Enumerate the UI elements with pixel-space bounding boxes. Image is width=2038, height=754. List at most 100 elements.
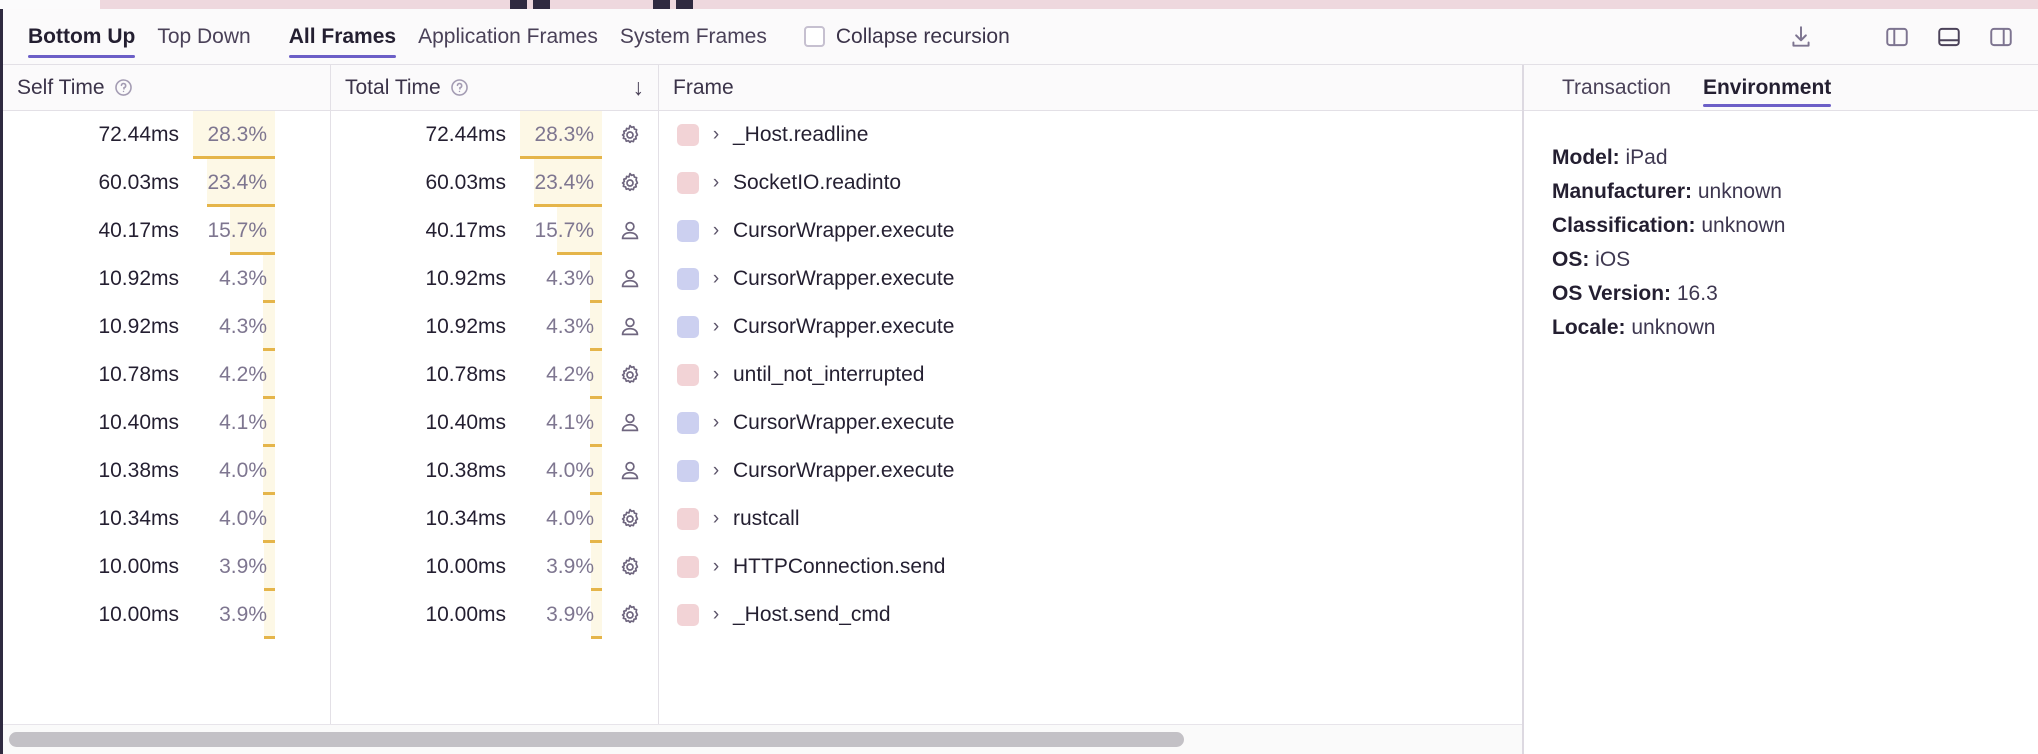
table-row[interactable]: ›SocketIO.readinto [659, 159, 1522, 207]
frame-name: CursorWrapper.execute [733, 459, 955, 482]
total-time-percent-bar [590, 540, 602, 543]
tab-all-frames[interactable]: All Frames [278, 9, 407, 64]
self-time-percent-fill [263, 495, 275, 543]
self-time-value: 72.44ms [98, 123, 179, 146]
tab-bottom-up[interactable]: Bottom Up [17, 9, 146, 64]
layout-right-panel-icon[interactable] [1984, 20, 2018, 54]
panel-split: Self Time Total Time ↓ [3, 65, 2038, 754]
chevron-right-icon[interactable]: › [712, 508, 720, 529]
chevron-right-icon[interactable]: › [712, 460, 720, 481]
tab-system-frames-label: System Frames [619, 24, 767, 48]
frame-name: _Host.send_cmd [733, 603, 891, 626]
chevron-right-icon[interactable]: › [712, 220, 720, 241]
chevron-right-icon[interactable]: › [712, 124, 720, 145]
table-row[interactable]: 10.78ms 4.2% [331, 351, 658, 399]
chevron-right-icon[interactable]: › [712, 604, 720, 625]
chevron-right-icon[interactable]: › [712, 316, 720, 337]
help-icon[interactable] [450, 78, 469, 97]
self-time-percent-label: 4.0% [219, 459, 267, 482]
tab-system-frames[interactable]: System Frames [609, 9, 778, 64]
total-time-percent-label: 4.3% [546, 315, 594, 338]
flamegraph-block [533, 0, 550, 9]
table-row[interactable]: ›HTTPConnection.send [659, 543, 1522, 591]
table-row[interactable]: ›rustcall [659, 495, 1522, 543]
table-row[interactable]: ›until_not_interrupted [659, 351, 1522, 399]
self-time-percent-bar [193, 156, 275, 159]
collapse-recursion-checkbox[interactable] [803, 26, 825, 47]
sort-descending-icon[interactable]: ↓ [632, 74, 645, 100]
self-time-percent-fill [230, 207, 275, 255]
table-row[interactable]: ›CursorWrapper.execute [659, 399, 1522, 447]
horizontal-scrollbar[interactable] [3, 724, 1522, 754]
tab-environment[interactable]: Environment [1693, 65, 1841, 110]
tab-top-down[interactable]: Top Down [146, 9, 261, 64]
total-time-percent-bar [590, 396, 602, 399]
total-time-percent-cell: 4.2% [520, 351, 602, 399]
horizontal-scrollbar-thumb[interactable] [9, 732, 1185, 747]
tab-all-frames-label: All Frames [288, 24, 397, 48]
self-time-percent-fill [264, 543, 275, 591]
layout-bottom-panel-icon[interactable] [1932, 20, 1966, 54]
system-frame-icon [602, 123, 658, 147]
tab-transaction[interactable]: Transaction [1552, 65, 1681, 110]
application-frame-icon [602, 459, 658, 483]
total-time-value: 10.78ms [425, 363, 506, 386]
total-time-percent-label: 4.0% [546, 507, 594, 530]
table-row[interactable]: ›CursorWrapper.execute [659, 207, 1522, 255]
total-time-percent-bar [590, 444, 602, 447]
tab-application-frames[interactable]: Application Frames [407, 9, 609, 64]
system-frame-icon [602, 363, 658, 387]
chevron-right-icon[interactable]: › [712, 172, 720, 193]
self-time-value: 10.40ms [98, 411, 179, 434]
column-header-frame[interactable]: Frame [659, 65, 1522, 110]
chevron-right-icon[interactable]: › [712, 268, 720, 289]
table-row[interactable]: ›_Host.readline [659, 111, 1522, 159]
column-header-self-time[interactable]: Self Time [3, 65, 331, 110]
download-icon[interactable] [1784, 20, 1818, 54]
table-header-row: Self Time Total Time ↓ [3, 65, 1522, 111]
chevron-right-icon[interactable]: › [712, 412, 720, 433]
table-row[interactable]: › CursorWrapper.execute [659, 447, 1522, 495]
table-row[interactable]: › _Host.send_cmd [659, 591, 1522, 639]
chevron-right-icon[interactable]: › [712, 556, 720, 577]
chevron-right-icon[interactable]: › [712, 364, 720, 385]
self-time-percent-cell: 4.3% [193, 303, 275, 351]
environment-detail-key: Manufacturer: [1552, 180, 1693, 203]
help-icon[interactable] [114, 78, 133, 97]
layout-left-panel-icon[interactable] [1880, 20, 1914, 54]
total-time-percent-fill [590, 399, 602, 447]
frame-column: ›_Host.readline›SocketIO.readinto›Cursor… [659, 111, 1522, 724]
table-row[interactable]: ›CursorWrapper.execute [659, 255, 1522, 303]
column-header-total-time[interactable]: Total Time ↓ [331, 65, 659, 110]
collapse-recursion-toggle[interactable]: Collapse recursion [803, 9, 1010, 64]
table-row[interactable]: ›CursorWrapper.execute [659, 303, 1522, 351]
self-time-percent-bar [264, 636, 275, 639]
frame-color-swatch [677, 268, 699, 290]
frame-color-swatch [677, 604, 699, 626]
total-time-percent-label: 15.7% [534, 219, 594, 242]
